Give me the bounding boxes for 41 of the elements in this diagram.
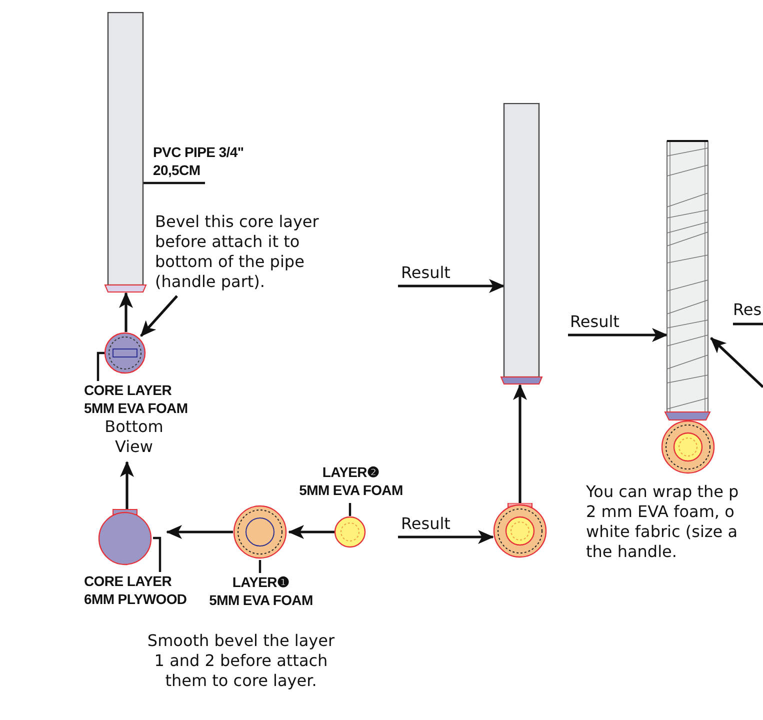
leader-line — [143, 182, 205, 184]
arrow — [166, 525, 233, 539]
pipe-drawing — [500, 103, 544, 385]
note-text: white fabric (size a — [586, 522, 738, 542]
leader-line — [348, 503, 352, 516]
part-label: PVC PIPE 3/4" 20,5CM — [153, 143, 265, 179]
part-label: LAYER❶ — [231, 573, 291, 591]
note-text: 2 mm EVA foam, o — [586, 502, 734, 522]
foam-disc-drawing — [334, 516, 366, 548]
result-label: Res — [733, 300, 762, 320]
part-label: 5MM EVA FOAM — [298, 481, 404, 499]
note-text: You can wrap the p — [586, 482, 739, 502]
view-caption: Bottom View — [104, 417, 164, 457]
arrow — [398, 530, 494, 544]
foam-ring-drawing — [232, 504, 288, 560]
part-label: CORE LAYER 6MM PLYWOOD — [84, 572, 194, 608]
plywood-disc-drawing — [97, 509, 153, 566]
pipe-drawing — [104, 12, 148, 293]
note-text: Smooth bevel the layer 1 and 2 before attach them to core layer. — [146, 631, 336, 691]
arrow — [119, 292, 133, 332]
leader-line — [258, 560, 262, 573]
note-text: the handle. — [586, 542, 677, 562]
arrow — [513, 384, 527, 505]
leader-line — [96, 352, 105, 381]
arrow — [710, 337, 763, 388]
arrow — [398, 279, 505, 293]
edge-label: Result — [570, 312, 620, 332]
note-text: Bevel this core layer before attach it to bottom of the pipe (handle part). — [155, 212, 329, 292]
wrapped-pipe-drawing — [659, 140, 717, 476]
foam-disc-drawing — [104, 332, 146, 374]
arrow — [568, 328, 668, 342]
layered-disc-drawing — [492, 503, 548, 559]
edge-label: Result — [401, 263, 450, 283]
part-label: 5MM EVA FOAM — [208, 591, 314, 609]
arrow — [288, 525, 335, 539]
leader-line — [153, 536, 162, 572]
arrow — [120, 461, 134, 509]
part-label: LAYER❷ — [321, 463, 381, 481]
edge-label: Result — [401, 514, 450, 534]
part-label: CORE LAYER 5MM EVA FOAM — [84, 381, 189, 417]
arrow — [140, 295, 178, 337]
